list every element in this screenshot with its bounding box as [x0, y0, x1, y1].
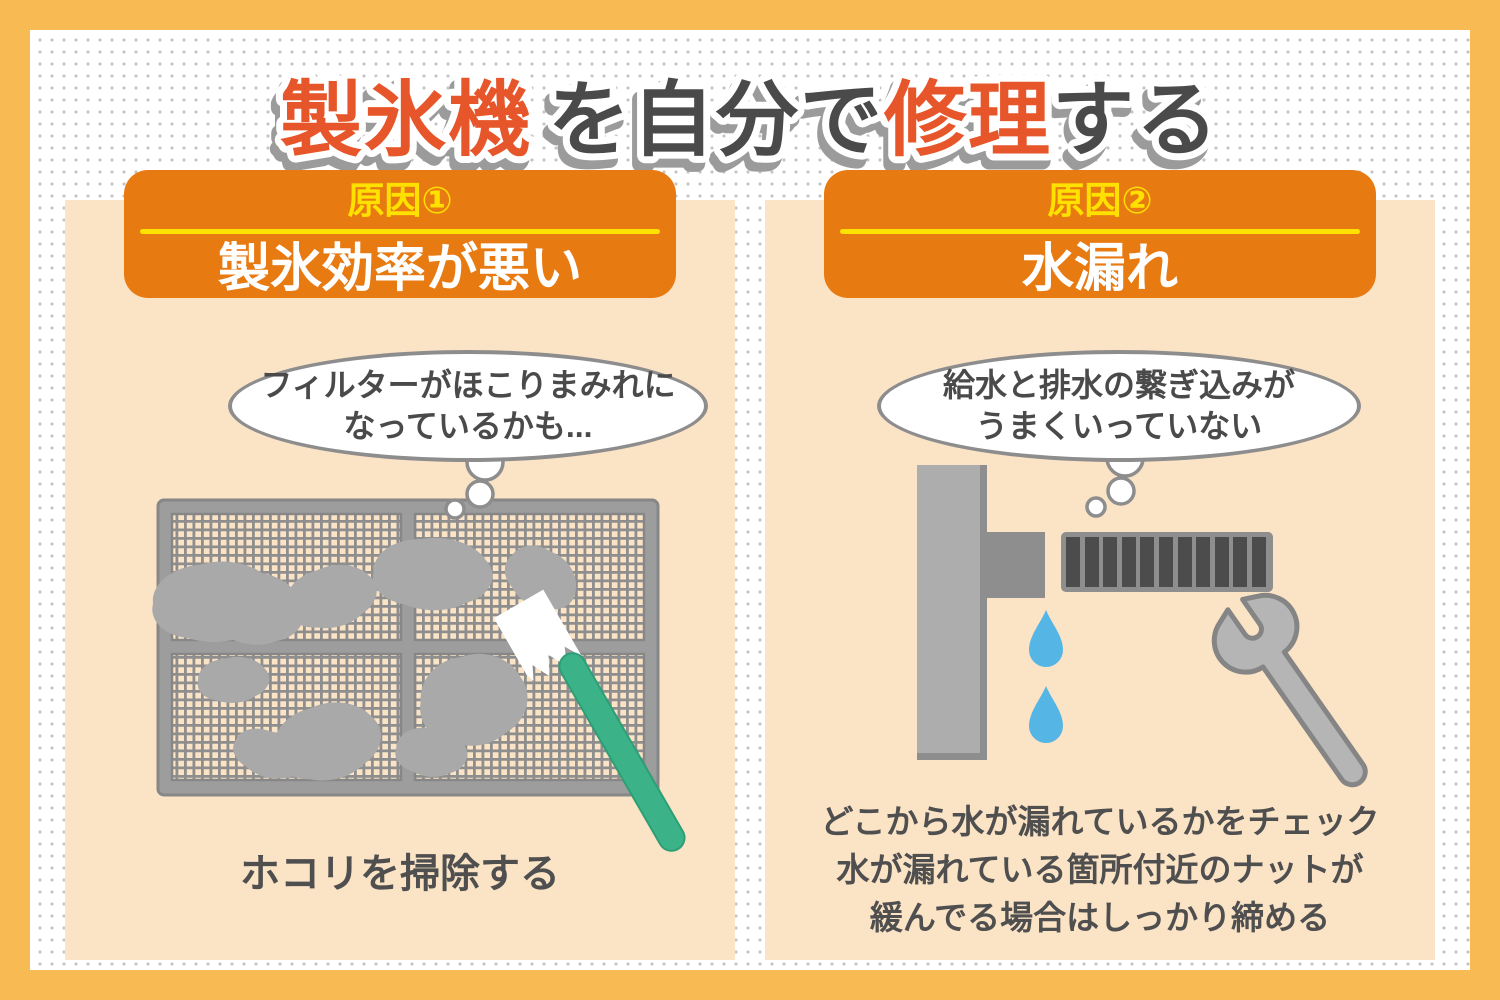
poster-title-shadow: 製氷機を自分で修理する [275, 84, 1215, 175]
caption-line: どこから水が漏れているかをチェック [820, 803, 1380, 840]
corrugated-hose [1061, 532, 1273, 592]
cause-1-heading: 製氷効率が悪い [217, 240, 582, 298]
caption-line: 緩んでる場合はしっかり締める [869, 899, 1331, 936]
water-drop-icons [1029, 610, 1063, 743]
header-divider [140, 229, 660, 234]
poster-title: 製氷機を自分で修理する 製氷機を自分で修理する [268, 68, 1225, 182]
leaking-pipe-illustration [917, 438, 1368, 788]
poster-title-text: 製氷機を自分で修理する [280, 75, 1220, 166]
bubble-text-line: 給水と排水の繋ぎ込みが [942, 367, 1295, 403]
thought-bubble: 給水と排水の繋ぎ込みが うまくいっていない [877, 350, 1361, 462]
cause-2-heading: 水漏れ [1021, 240, 1178, 298]
cause-1-header: 原因① 製氷効率が悪い [124, 170, 676, 298]
cause-1-badge: 原因① [347, 180, 453, 221]
cause-1-caption: ホコリを掃除する [65, 848, 735, 900]
cause-2-header: 原因② 水漏れ [824, 170, 1376, 298]
caption-line: 水が漏れている箇所付近のナットが [836, 851, 1364, 888]
wrench-icon [1211, 592, 1368, 788]
caption-line: ホコリを掃除する [240, 852, 560, 896]
bubble-text-line: なっているかも... [343, 408, 593, 444]
panel-cause-2: 原因② 水漏れ 給水と排水の繋ぎ込みが うまくいっていない [765, 170, 1435, 960]
wall-pipe [917, 465, 1045, 760]
air-filter-illustration [65, 442, 686, 852]
cause-2-caption: どこから水が漏れているかをチェック 水が漏れている箇所付近のナットが 緩んでる場… [765, 798, 1435, 942]
panel-cause-1: 原因① 製氷効率が悪い フィルターがほこりまみれに なっているかも... [65, 170, 735, 960]
header-divider [840, 229, 1360, 234]
cause-2-badge: 原因② [1047, 180, 1153, 221]
cleaning-brush-icon [493, 589, 686, 852]
thought-bubble: フィルターがほこりまみれに なっているかも... [228, 350, 708, 462]
bubble-text-line: うまくいっていない [975, 408, 1263, 444]
poster-background: 製氷機を自分で修理する 製氷機を自分で修理する 原因① 製氷効率が悪い フィルタ… [30, 30, 1470, 970]
bubble-text-line: フィルターがほこりまみれに [260, 367, 676, 403]
